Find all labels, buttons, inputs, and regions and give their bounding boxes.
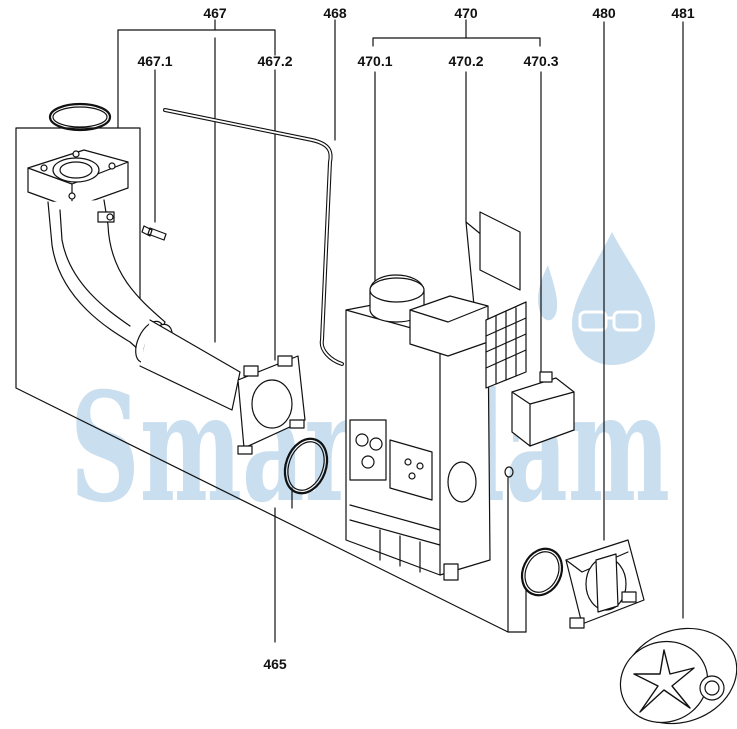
watermark-glasses-icon: [578, 310, 642, 332]
o-ring-465: [283, 437, 329, 495]
callout-468: 468: [323, 5, 347, 21]
callout-467-1: 467.1: [137, 53, 173, 69]
impulse-tube-468: [163, 108, 344, 366]
callout-467: 467: [203, 5, 227, 21]
test-nipple-467-1: [141, 225, 167, 241]
callout-470-3: 470.3: [523, 53, 559, 69]
filter-470-2: [479, 211, 527, 389]
cover-481: [619, 627, 737, 725]
elbow-pipe-467: [27, 149, 241, 411]
callout-470-1: 470.1: [357, 53, 393, 69]
flange-plate-467-2: [237, 355, 306, 455]
watermark-flame-drop-icon: [572, 232, 655, 365]
gas-valve-body-470-1: [345, 274, 491, 581]
callout-470-2: 470.2: [448, 53, 484, 69]
small-o-ring: [504, 466, 514, 478]
callout-470: 470: [454, 5, 478, 21]
actuator-470-3: [511, 371, 575, 447]
callout-480: 480: [592, 5, 616, 21]
o-ring-top: [48, 102, 112, 132]
callout-465: 465: [263, 656, 287, 672]
callout-481: 481: [671, 5, 695, 21]
callout-467-2: 467.2: [257, 53, 293, 69]
flange-480: [565, 539, 645, 629]
o-ring-right: [520, 547, 564, 597]
watermark-small-flame-icon: [538, 265, 558, 321]
